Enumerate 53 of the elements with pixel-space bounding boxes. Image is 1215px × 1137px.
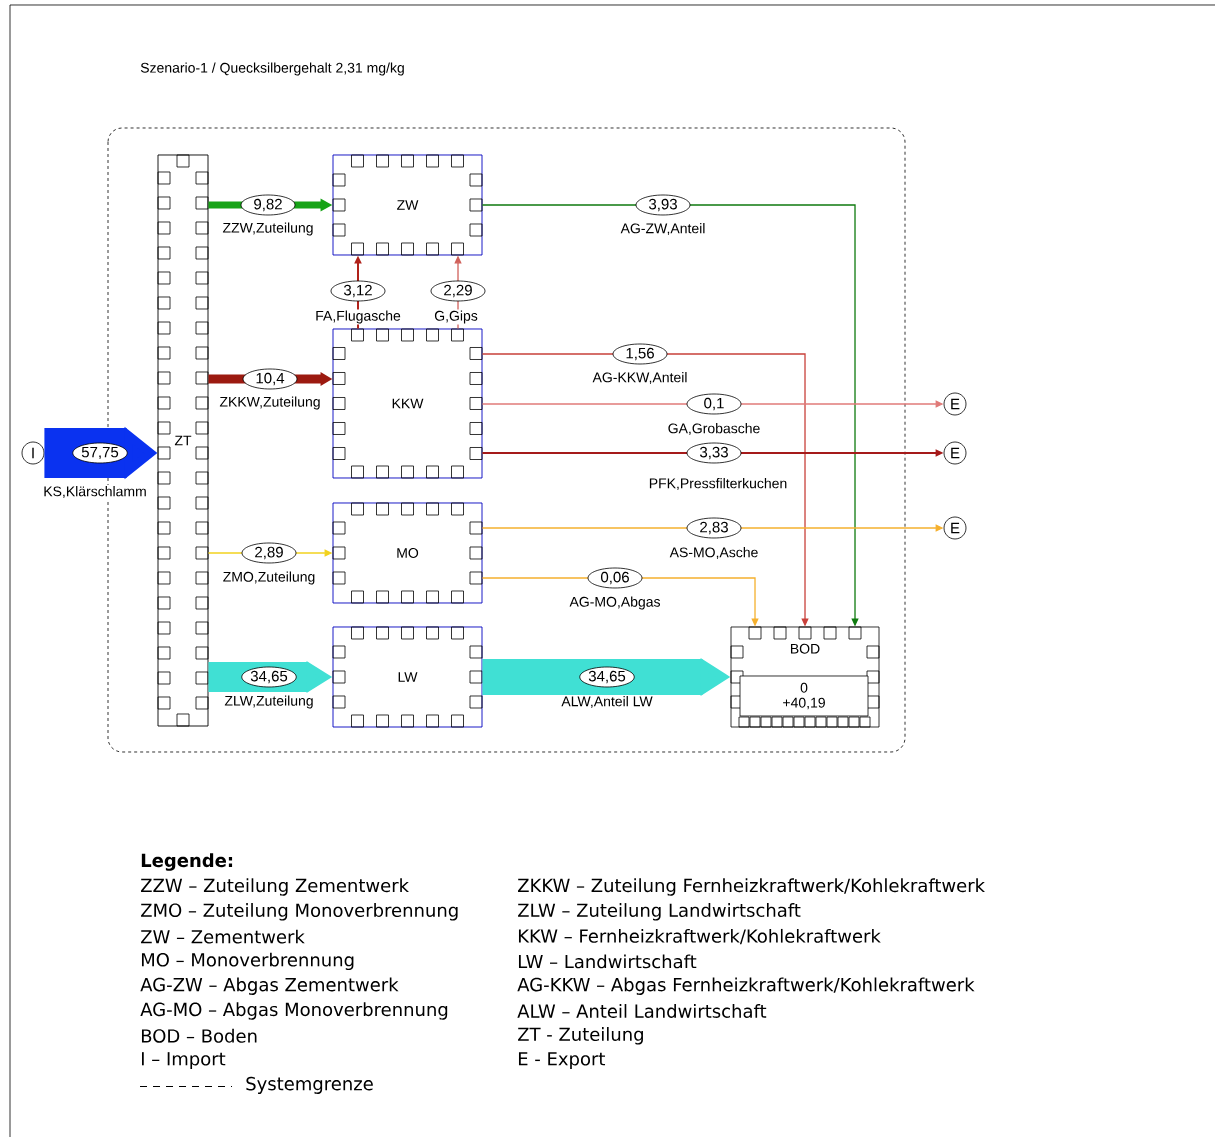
- edge-label: 34,65: [579, 666, 635, 688]
- process-box: ZW: [332, 154, 483, 256]
- legend-entry: AG-KKW – Abgas Fernheizkraftwerk/Kohlekraftwerk: [517, 977, 975, 995]
- legend-entry: ZKKW – Zuteilung Fernheizkraftwerk/Kohlekraftwerk: [518, 878, 985, 896]
- edge-label: 3,12: [330, 280, 386, 302]
- edge-label: 2,83: [686, 517, 742, 539]
- legend-heading: Legende:: [141, 853, 233, 871]
- flow-name: AG-KKW,Anteil: [591, 371, 689, 385]
- legend-entry: ZMO – Zuteilung Monoverbrennung: [141, 903, 458, 921]
- legend-entry: ZLW – Zuteilung Landwirtschaft: [518, 903, 801, 921]
- legend-entry: ZW – Zementwerk: [141, 929, 305, 944]
- edge-label: 57,75: [72, 442, 128, 464]
- process-box: ZT: [157, 154, 209, 727]
- stock-box: 0 +40,19: [739, 675, 869, 717]
- edge-label: 3,33: [686, 442, 742, 464]
- legend-entry: Systemgrenze: [246, 1076, 373, 1094]
- edge-label: 0,1: [686, 393, 742, 415]
- edge-label: 1,56: [612, 343, 668, 365]
- edge-label: 0,06: [587, 567, 643, 589]
- legend-entry: E - Export: [519, 1052, 605, 1070]
- flow-name: GA,Grobasche: [666, 422, 762, 436]
- legend-entry: ALW – Anteil Landwirtschaft: [517, 1004, 767, 1018]
- edge-label: 10,4: [242, 368, 298, 390]
- edge-label: 2,29: [430, 280, 486, 302]
- legend-entry: MO – Monoverbrennung: [142, 952, 354, 971]
- legend-entry: BOD – Boden: [142, 1028, 257, 1043]
- process-box: MO: [332, 502, 483, 604]
- flow-name: AG-MO,Abgas: [568, 595, 662, 611]
- process-box: KKW: [332, 328, 483, 479]
- edge-label: 2,89: [241, 542, 297, 564]
- legend-entry: LW – Landwirtschaft: [519, 954, 697, 969]
- flow-name: KS,Klärschlamm: [42, 485, 148, 499]
- flow-name: ZKKW,Zuteilung: [218, 395, 322, 411]
- edge-label: 9,82: [240, 194, 296, 216]
- flow-name: ZMO,Zuteilung: [221, 570, 317, 586]
- legend-entry: I – Import: [142, 1052, 226, 1070]
- legend-entry: AG-MO – Abgas Monoverbrennung: [140, 1002, 448, 1020]
- legend-entry: ZT - Zuteilung: [518, 1027, 643, 1045]
- legend-entry: AG-ZW – Abgas Zementwerk: [140, 977, 399, 995]
- edge-label: 3,93: [635, 194, 691, 216]
- flow-name: PFK,Pressfilterkuchen: [647, 477, 789, 491]
- flow-name: G,Gips: [433, 309, 479, 325]
- flow-name: AS-MO,Asche: [668, 546, 760, 560]
- title: Szenario-1 / Quecksilbergehalt 2,31 mg/kg: [140, 62, 404, 76]
- edge-label: 34,65: [241, 666, 297, 688]
- flow-name: ZLW,Zuteilung: [223, 694, 315, 710]
- flow-name: AG-ZW,Anteil: [619, 222, 707, 236]
- flow-name: ALW,Anteil LW: [560, 695, 654, 709]
- flow-name: FA,Flugasche: [314, 309, 402, 325]
- flow-name: ZZW,Zuteilung: [221, 221, 315, 237]
- legend-entry: ZZW – Zuteilung Zementwerk: [141, 878, 409, 896]
- legend-entry: KKW – Fernheizkraftwerk/Kohlekraftwerk: [519, 928, 881, 945]
- process-box: LW: [332, 626, 483, 728]
